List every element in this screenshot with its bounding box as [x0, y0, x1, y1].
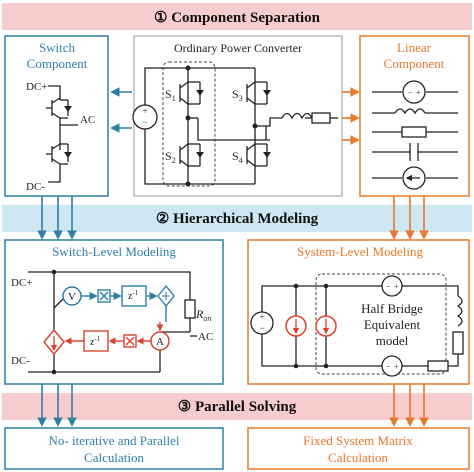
- svg-text:−: −: [259, 323, 264, 333]
- fixed-matrix-panel: Fixed System Matrix Calculation: [247, 427, 470, 470]
- ammeter-label: A: [156, 336, 164, 348]
- switch-dc-plus: DC+: [26, 81, 47, 93]
- svg-text:+: +: [394, 282, 399, 291]
- z-inv-bottom-exp: -1: [94, 335, 100, 343]
- band2-label: ② Hierarchical Modeling: [156, 211, 319, 227]
- switch-component-title-1: Switch: [39, 40, 76, 55]
- svg-text:−: −: [386, 362, 391, 371]
- label-s3: S: [232, 87, 239, 101]
- noniterative-line2: Calculation: [84, 450, 144, 465]
- svg-text:S2: S2: [165, 149, 176, 165]
- svg-text:−: −: [386, 282, 391, 291]
- ron-sub: on: [203, 314, 211, 323]
- separation-arrows: [110, 87, 360, 145]
- switch-level-dc-minus: DC-: [11, 355, 30, 367]
- linear-title-1: Linear: [397, 40, 432, 55]
- system-dc-source-icon: [250, 311, 274, 335]
- switch-ac: AC: [80, 114, 95, 126]
- band-component-separation: ① Component Separation: [2, 3, 472, 30]
- system-level-title: System-Level Modeling: [297, 244, 424, 259]
- svg-text:S3: S3: [232, 87, 243, 103]
- svg-text:z-1: z-1: [90, 335, 101, 348]
- svg-text:+: +: [142, 106, 147, 116]
- noniterative-line1: No- iterative and Parallel: [48, 433, 179, 448]
- half-bridge-line2: Equivalent: [364, 317, 421, 332]
- svg-text:−: −: [408, 88, 413, 97]
- label-s3-sub: 3: [239, 94, 243, 103]
- switch-level-modeling-panel: Switch-Level Modeling DC+ DC- AC Ron V: [4, 239, 224, 385]
- label-s2-sub: 2: [172, 156, 176, 165]
- linear-component-panel: Linear Component − +: [359, 35, 470, 197]
- svg-text:S4: S4: [232, 149, 243, 165]
- half-bridge-line3: model: [376, 333, 409, 348]
- z-inv-bottom: z: [90, 337, 95, 348]
- fixed-matrix-line1: Fixed System Matrix: [303, 433, 413, 448]
- svg-text:+: +: [394, 362, 399, 371]
- fixed-matrix-line2: Calculation: [328, 450, 388, 465]
- solving-arrows: [37, 384, 429, 427]
- svg-text:−: −: [142, 117, 147, 127]
- svg-text:+: +: [259, 312, 264, 322]
- svg-text:z-1: z-1: [128, 289, 139, 302]
- z-inv-top-exp: -1: [132, 289, 138, 297]
- z-inv-top: z: [128, 291, 133, 302]
- converter-title: Ordinary Power Converter: [174, 41, 302, 55]
- dc-source-icon: [132, 104, 158, 130]
- svg-text:+: +: [416, 88, 421, 97]
- band1-label: ① Component Separation: [154, 10, 321, 26]
- switch-component-title-2: Component: [27, 56, 88, 71]
- switch-level-dc-plus: DC+: [11, 277, 32, 289]
- ordinary-converter-panel: Ordinary Power Converter: [132, 35, 343, 197]
- switch-component-panel: Switch Component DC+ DC- AC: [4, 35, 109, 197]
- voltmeter-label: V: [68, 291, 76, 303]
- svg-text:Ron: Ron: [195, 307, 211, 323]
- ron-label: R: [195, 307, 204, 321]
- label-s1-sub: 1: [172, 94, 176, 103]
- modeling-arrows: [37, 196, 429, 240]
- svg-text:S1: S1: [165, 87, 176, 103]
- switch-dc-minus: DC-: [26, 181, 45, 193]
- label-s2: S: [165, 149, 172, 163]
- switch-level-ac: AC: [198, 331, 213, 343]
- system-level-modeling-panel: System-Level Modeling − + − + + − Half B…: [247, 239, 470, 385]
- band3-label: ③ Parallel Solving: [178, 399, 297, 415]
- label-s1: S: [165, 87, 172, 101]
- half-bridge-line1: Half Bridge: [361, 301, 423, 316]
- linear-title-2: Component: [384, 56, 445, 71]
- label-s4-sub: 4: [239, 156, 243, 165]
- label-s4: S: [232, 149, 239, 163]
- switch-level-title: Switch-Level Modeling: [52, 244, 176, 259]
- noniterative-panel: No- iterative and Parallel Calculation: [4, 427, 224, 470]
